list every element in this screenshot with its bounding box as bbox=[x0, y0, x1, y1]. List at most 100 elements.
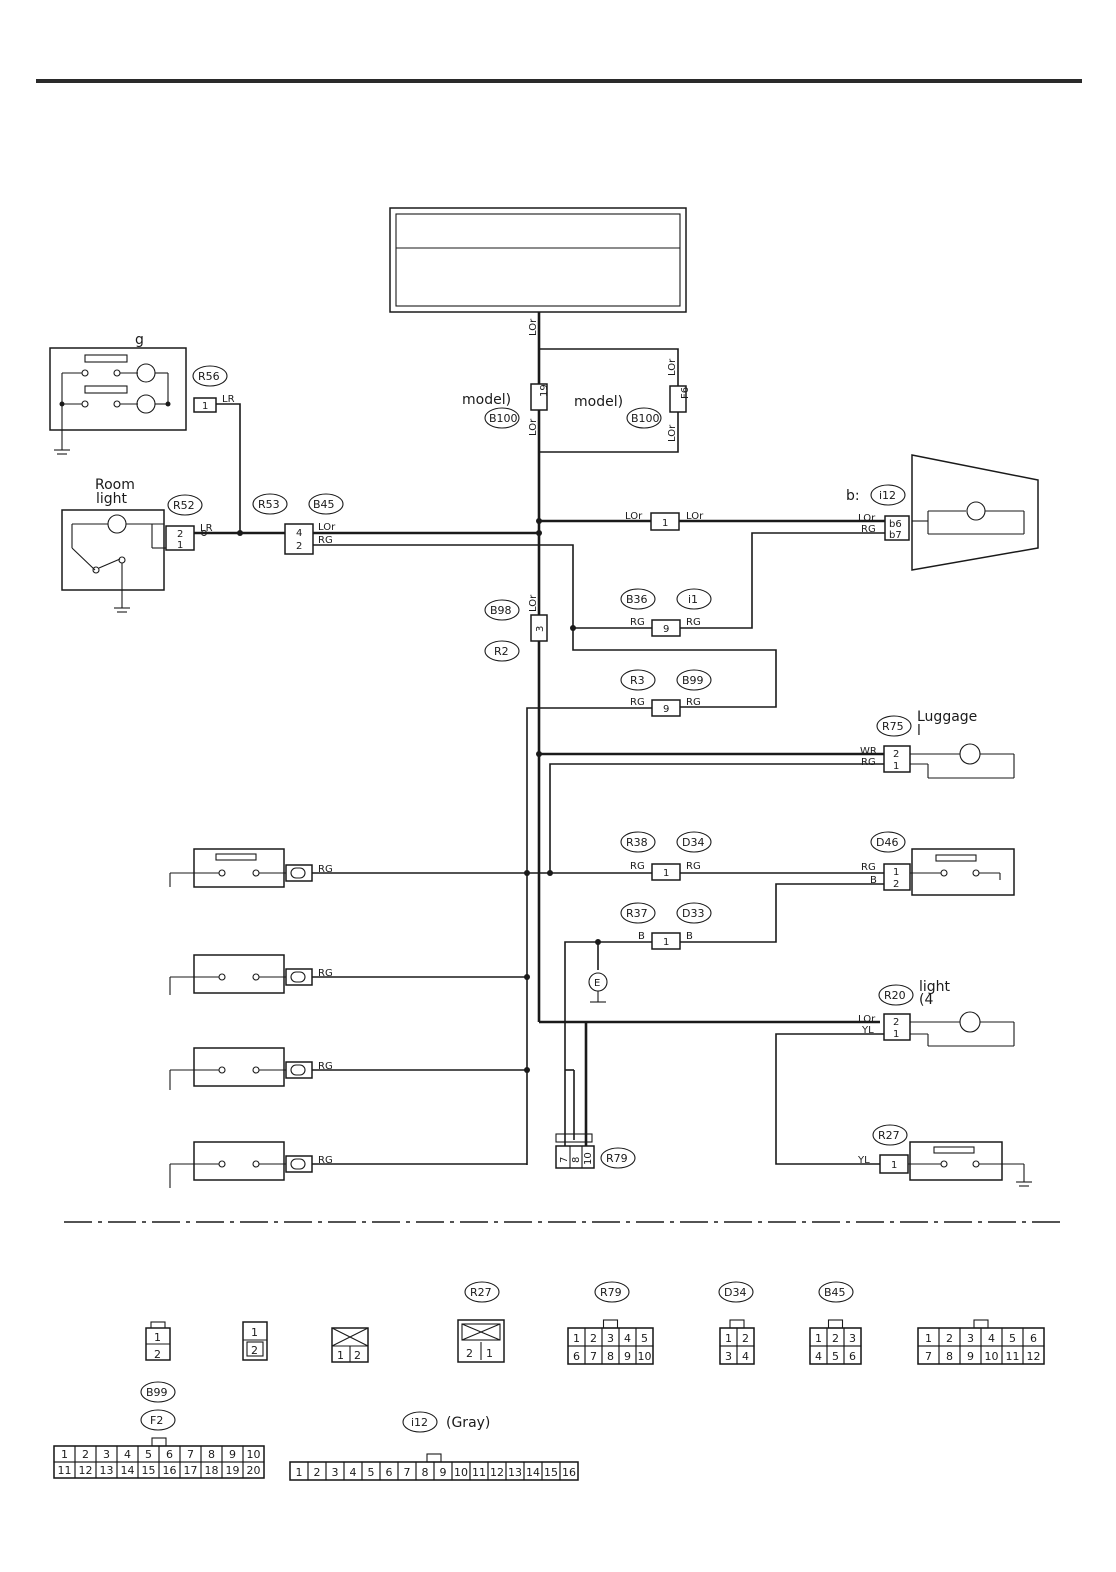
r20-pin-1: 1 bbox=[893, 1029, 899, 1040]
tag-r20-text: R20 bbox=[884, 989, 906, 1002]
legend-pin: 19 bbox=[226, 1464, 240, 1477]
wire-lor-4: LOr bbox=[667, 424, 678, 442]
legend-pin: 14 bbox=[121, 1464, 135, 1477]
tag-r52-text: R52 bbox=[173, 499, 195, 512]
connector-9-b36-pin: 9 bbox=[663, 624, 669, 635]
legend-pin: 4 bbox=[350, 1466, 357, 1479]
connector-1-lor-pin: 1 bbox=[662, 518, 668, 529]
legend-tag-r27 bbox=[464, 1281, 500, 1303]
r75-pin-1: 1 bbox=[893, 761, 899, 772]
r20-connector bbox=[883, 1013, 911, 1041]
connector-9-r3-pin: 9 bbox=[663, 704, 669, 715]
wire-lor-6: LOr bbox=[625, 511, 643, 522]
legend-pin: 13 bbox=[508, 1466, 522, 1479]
wire-rg-b45: RG bbox=[318, 535, 333, 546]
legend-pin: 8 bbox=[946, 1350, 953, 1363]
tag-i1-text: i1 bbox=[688, 593, 698, 606]
pin-b7: b7 bbox=[889, 530, 902, 541]
tag-i1 bbox=[676, 588, 712, 610]
wire-rg-r3-r: RG bbox=[686, 697, 701, 708]
d46-pin-2: 2 bbox=[893, 879, 899, 890]
tag-r2 bbox=[484, 640, 520, 662]
legend-pin: 12 bbox=[490, 1466, 504, 1479]
legend-3-p2: 2 bbox=[354, 1349, 361, 1362]
legend-tag-d34-text: D34 bbox=[724, 1286, 746, 1299]
tag-r2-text: R2 bbox=[494, 645, 509, 658]
legend-pin: 10 bbox=[985, 1350, 999, 1363]
legend-pin: 11 bbox=[472, 1466, 486, 1479]
legend-pin: 4 bbox=[988, 1332, 995, 1345]
r52-pin-2: 2 bbox=[177, 529, 183, 540]
tag-b98-text: B98 bbox=[490, 604, 512, 617]
i12-connector bbox=[884, 515, 910, 541]
r53-connector bbox=[284, 523, 314, 555]
legend-pin: 5 bbox=[368, 1466, 375, 1479]
legend-2-p1: 1 bbox=[251, 1326, 258, 1339]
legend-tag-r79-text: R79 bbox=[600, 1286, 622, 1299]
tag-d33-text: D33 bbox=[682, 907, 704, 920]
legend-pin: 16 bbox=[163, 1464, 177, 1477]
tag-r3-text: R3 bbox=[630, 674, 645, 687]
tag-r52 bbox=[167, 494, 203, 516]
legend-pin: 5 bbox=[832, 1350, 839, 1363]
connector-1-r38 bbox=[651, 863, 681, 881]
b98-pin: 3 bbox=[535, 626, 546, 632]
legend-pin: 4 bbox=[624, 1332, 631, 1345]
tag-b36-text: B36 bbox=[626, 593, 648, 606]
legend-gray: (Gray) bbox=[446, 1415, 490, 1431]
legend-conn-2 bbox=[242, 1321, 268, 1361]
legend-pin: 3 bbox=[849, 1332, 856, 1345]
r53-pin-4: 4 bbox=[296, 528, 302, 539]
ground-e-text: E bbox=[594, 978, 600, 989]
legend-pin: 1 bbox=[573, 1332, 580, 1345]
model-label-right: model) bbox=[574, 394, 623, 410]
wire-lr-1: LR bbox=[222, 394, 235, 405]
legend-pin: 4 bbox=[815, 1350, 822, 1363]
legend-tag-b45 bbox=[818, 1281, 854, 1303]
wire-lor-2: LOr bbox=[528, 418, 539, 436]
wire-rg-r3 bbox=[526, 707, 652, 1165]
r52-pin-1: 1 bbox=[177, 540, 183, 551]
legend-pin: 12 bbox=[1027, 1350, 1041, 1363]
wire-rg-main bbox=[310, 544, 777, 708]
legend-pin: 9 bbox=[624, 1350, 631, 1363]
legend-pin: 2 bbox=[314, 1466, 321, 1479]
legend-pin: 5 bbox=[145, 1448, 152, 1461]
light-label: light bbox=[919, 979, 951, 995]
r79-pin-8: 8 bbox=[571, 1157, 582, 1163]
tag-b100-right bbox=[626, 407, 662, 429]
legend-pin: 7 bbox=[590, 1350, 597, 1363]
r27-pin: 1 bbox=[891, 1160, 897, 1171]
legend-pin: 1 bbox=[61, 1448, 68, 1461]
door-conn-1 bbox=[285, 864, 313, 882]
door-switch-1 bbox=[169, 848, 286, 888]
door-switch-4 bbox=[169, 1141, 286, 1188]
tag-r53 bbox=[252, 493, 288, 515]
tag-r37 bbox=[620, 902, 656, 924]
room-light-label-2: light bbox=[96, 491, 128, 507]
tag-r79 bbox=[600, 1147, 636, 1169]
legend-tag-b45-text: B45 bbox=[824, 1286, 846, 1299]
legend-pin: 1 bbox=[925, 1332, 932, 1345]
door-rg-1: RG bbox=[318, 864, 333, 875]
door-switch-2 bbox=[169, 954, 286, 995]
connector-1-r37-pin: 1 bbox=[663, 937, 669, 948]
legend-pin: 11 bbox=[1006, 1350, 1020, 1363]
g-label: g bbox=[135, 332, 144, 348]
legend-pin: 17 bbox=[184, 1464, 198, 1477]
wire-rg-i12 bbox=[680, 532, 885, 629]
b98-connector bbox=[530, 614, 548, 642]
r75-connector bbox=[883, 745, 911, 773]
wire-lor-7: LOr bbox=[686, 511, 704, 522]
legend-pin: 6 bbox=[166, 1448, 173, 1461]
door-rg-2: RG bbox=[318, 968, 333, 979]
legend-tag-r27-text: R27 bbox=[470, 1286, 492, 1299]
control-module bbox=[389, 207, 687, 313]
